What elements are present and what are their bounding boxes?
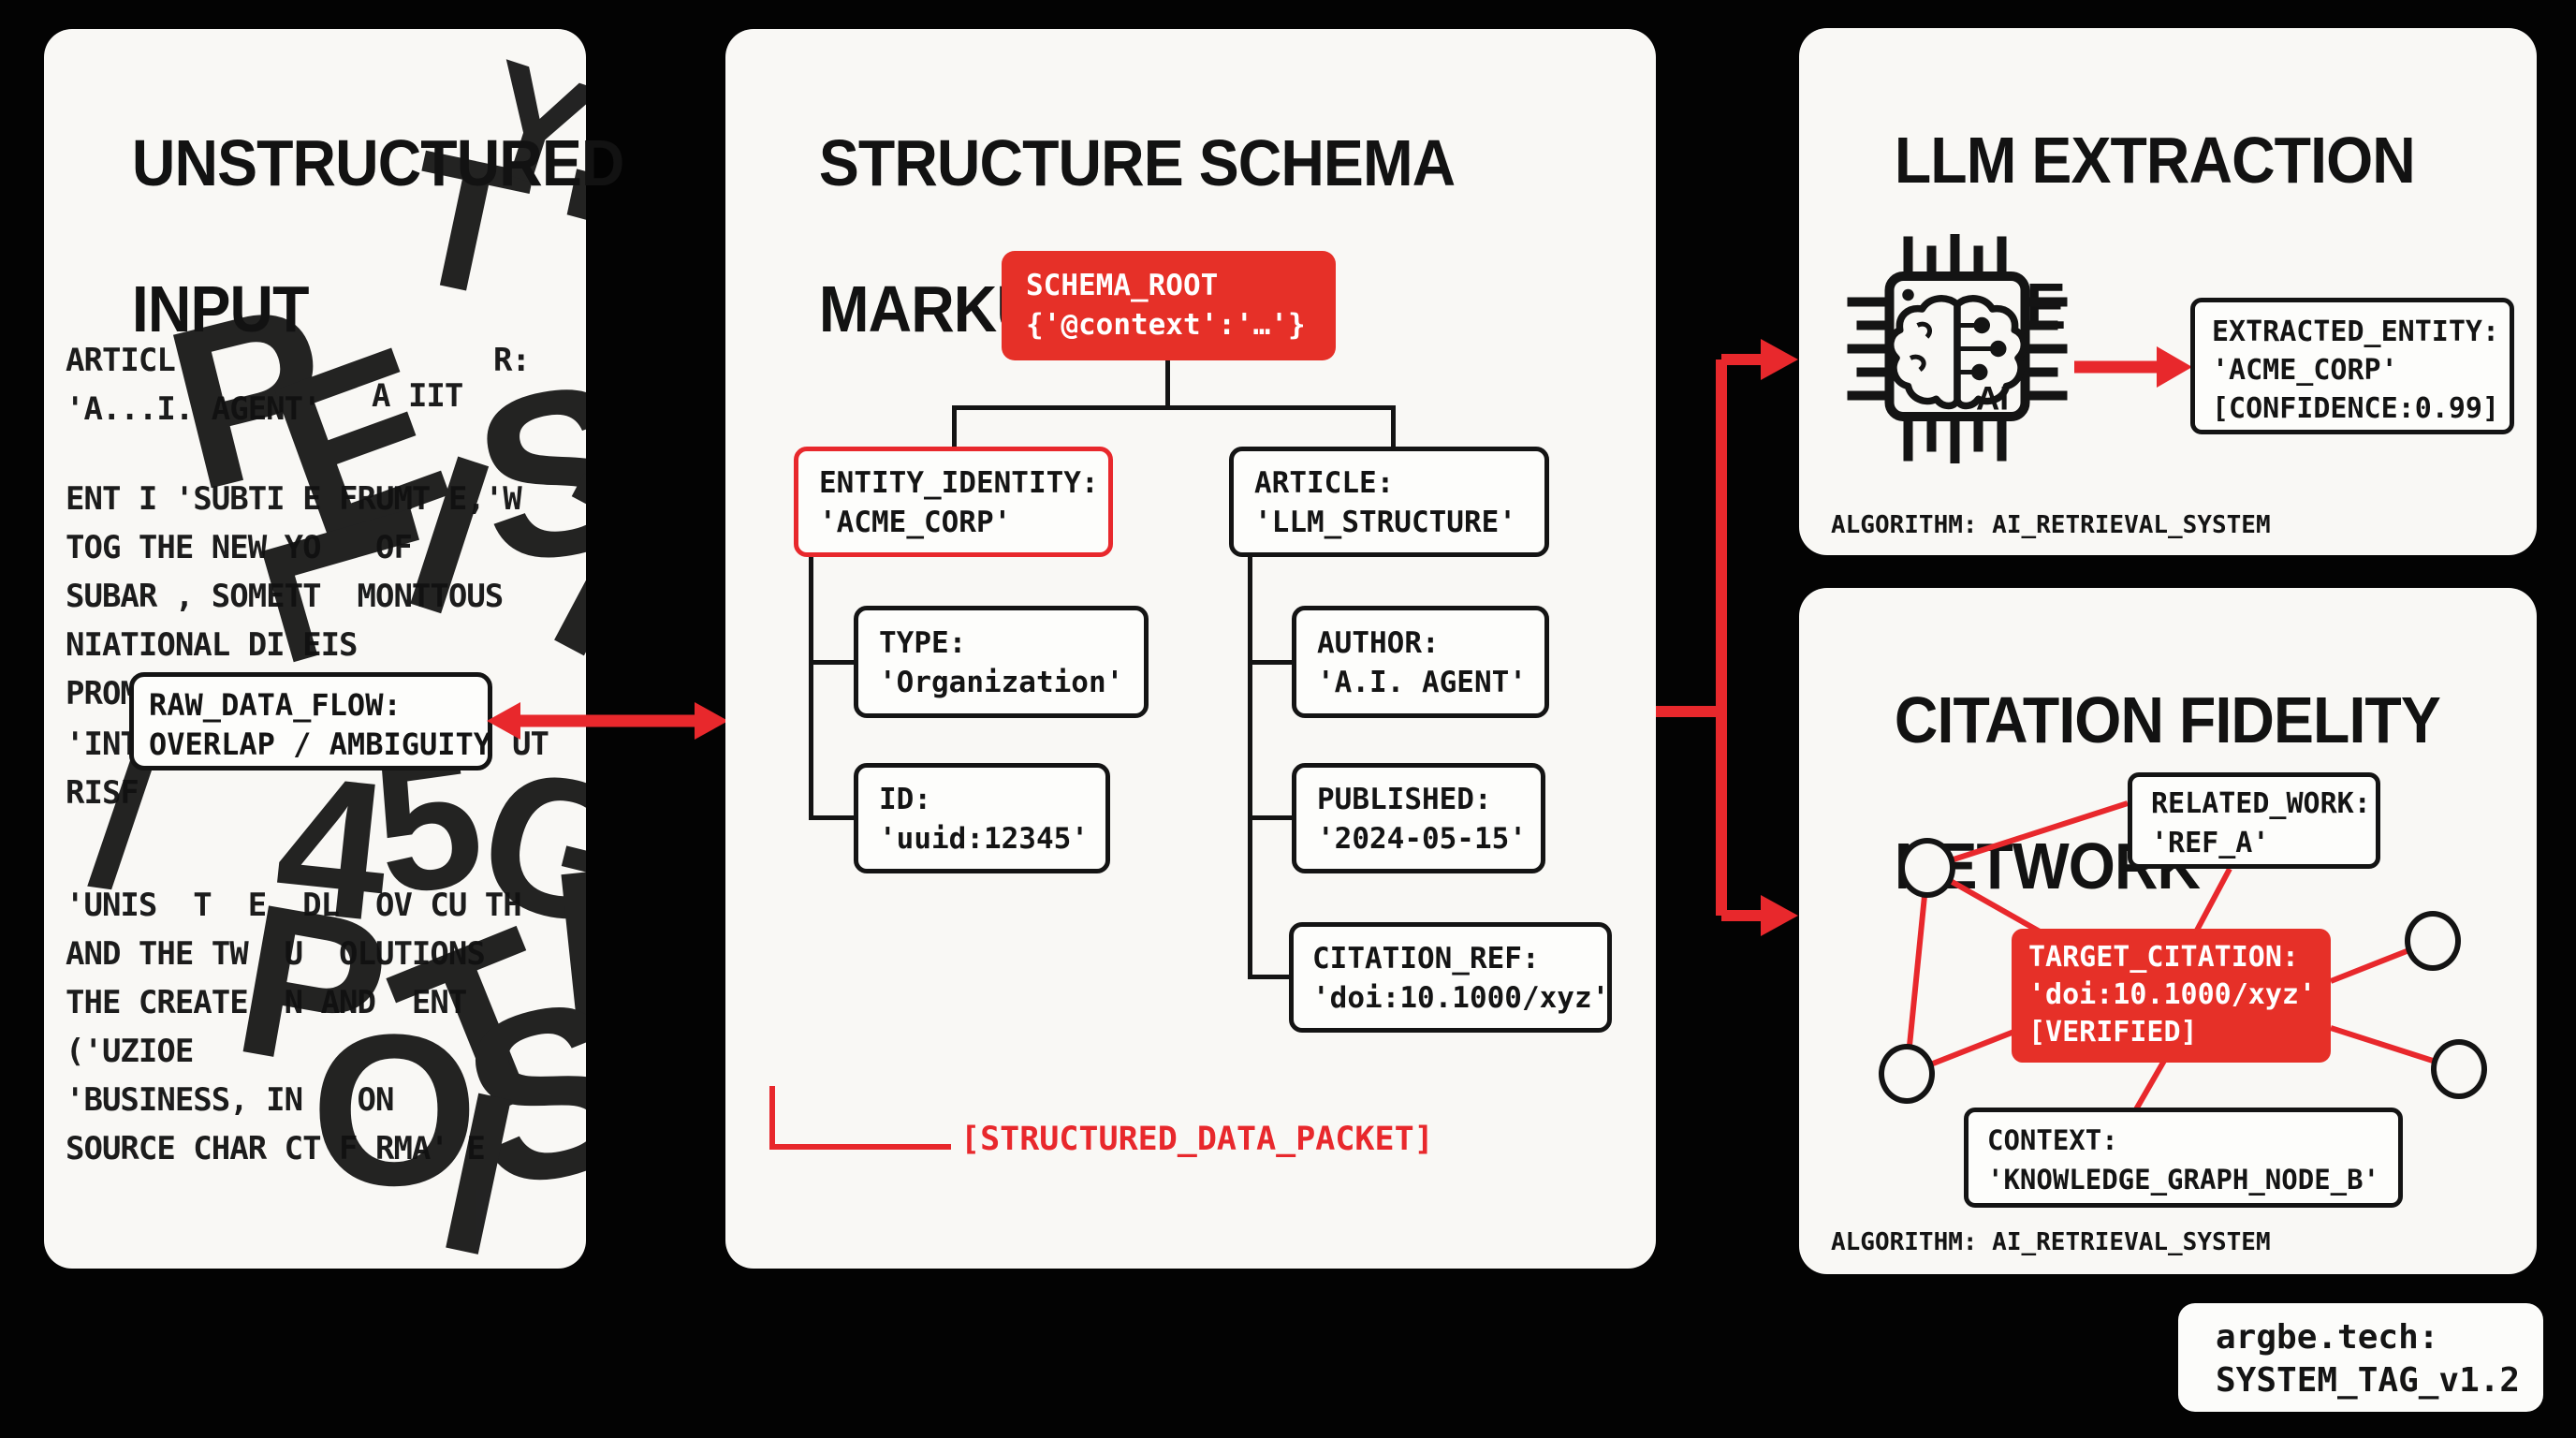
entity-identity-node: ENTITY_IDENTITY: 'ACME_CORP' xyxy=(794,447,1113,557)
noise-text-line: AND THE TW U OLUTIONS xyxy=(66,935,486,973)
panel-title-schema: STRUCTURE SCHEMA MARKUP xyxy=(755,53,1456,418)
target-citation-box: TARGET_CITATION: 'doi:10.1000/xyz' [VERI… xyxy=(2012,929,2331,1063)
schema-root-node: SCHEMA_ROOT {'@context':'…'} xyxy=(1002,251,1336,360)
target-citation-status: [VERIFIED] xyxy=(2028,1016,2198,1049)
pipeline-split-connector xyxy=(1656,339,1798,936)
raw-data-flow-value: OVERLAP / AMBIGUITY xyxy=(149,726,492,762)
target-citation-value: 'doi:10.1000/xyz' xyxy=(2028,978,2317,1011)
author-node: AUTHOR: 'A.I. AGENT' xyxy=(1292,606,1549,718)
id-node: ID: 'uuid:12345' xyxy=(854,763,1110,873)
noise-text-line: 'INT xyxy=(66,726,139,763)
citation-ref-node: CITATION_REF: 'doi:10.1000/xyz' xyxy=(1289,922,1612,1033)
graph-node-circle xyxy=(1899,838,1955,898)
citation-algorithm-caption: ALGORITHM: AI_RETRIEVAL_SYSTEM xyxy=(1831,1228,2271,1256)
author-value: 'A.I. AGENT' xyxy=(1317,666,1527,699)
noise-text-line: SOURCE CHAR CT F RMA' E xyxy=(66,1130,486,1167)
tree-connector xyxy=(1248,975,1289,979)
tree-connector xyxy=(952,405,1391,410)
noise-text-line: NIATIONAL DI EIS xyxy=(66,626,359,664)
panel-llm-extraction: LLM EXTRACTION CORE xyxy=(1799,28,2537,555)
citation-ref-label: CITATION_REF: xyxy=(1312,942,1540,976)
target-citation-label: TARGET_CITATION: xyxy=(2028,941,2299,974)
related-work-label: RELATED_WORK: xyxy=(2151,787,2371,820)
tree-connector xyxy=(952,405,957,447)
structured-data-packet-label: [STRUCTURED_DATA_PACKET] xyxy=(960,1121,1434,1158)
id-value: 'uuid:12345' xyxy=(879,822,1089,856)
ai-chip-brain-icon: AI xyxy=(1847,234,2068,463)
extraction-arrow xyxy=(2074,346,2192,388)
schema-root-value: {'@context':'…'} xyxy=(1026,308,1306,342)
noise-text-line: R: xyxy=(493,342,531,379)
entity-value: 'ACME_CORP' xyxy=(819,506,1012,539)
context-box: CONTEXT: 'KNOWLEDGE_GRAPH_NODE_B' xyxy=(1964,1108,2403,1208)
author-label: AUTHOR: xyxy=(1317,626,1440,660)
noise-text-line: 'UNIS T E DL OV CU TH xyxy=(66,887,522,924)
article-value: 'LLM_STRUCTURE' xyxy=(1254,506,1516,539)
noise-text-line: ('UZIOE xyxy=(66,1033,194,1070)
noise-text-line: 'A...I. AGENT' xyxy=(66,390,322,428)
noise-text-line: 'BUSINESS, IN ON xyxy=(66,1081,394,1119)
tree-connector xyxy=(1248,815,1293,820)
noise-text-line: ARTICL xyxy=(66,342,176,379)
panel-unstructured-input: ARTICL R: 'A...I. AGENT' A IIT ENT I 'SUBTI … xyxy=(44,29,624,1269)
llm-algorithm-caption: ALGORITHM: AI_RETRIEVAL_SYSTEM xyxy=(1831,511,2271,539)
related-work-box: RELATED_WORK: 'REF_A' xyxy=(2128,772,2380,869)
chip-ai-label: AI xyxy=(1976,381,2009,418)
noise-text-line: A IIT xyxy=(372,377,463,415)
panel-title-unstructured: UNSTRUCTURED INPUT xyxy=(68,53,625,418)
id-label: ID: xyxy=(879,783,931,816)
related-work-value: 'REF_A' xyxy=(2151,827,2270,859)
tag-version: SYSTEM_TAG_v1.2 xyxy=(2216,1361,2521,1400)
extracted-entity-confidence: [CONFIDENCE:0.99] xyxy=(2212,392,2500,425)
citation-ref-value: 'doi:10.1000/xyz' xyxy=(1312,981,1610,1015)
graph-node-circle xyxy=(1879,1044,1935,1104)
published-value: '2024-05-15' xyxy=(1317,822,1527,856)
noise-text-line: THE CREATE N AND ENT xyxy=(66,984,467,1021)
scatter-letter: O xyxy=(311,990,478,1230)
noise-text-line: TOG THE NEW YO OF xyxy=(66,529,413,566)
tree-connector xyxy=(1248,553,1252,979)
panel-citation-network: CITATION FIDELITY NETWORK RELATED_WORK: … xyxy=(1799,588,2537,1274)
panel-structure-schema: STRUCTURE SCHEMA MARKUP SCHEMA_ROOT {'@c… xyxy=(725,29,1656,1269)
type-node: TYPE: 'Organization' xyxy=(854,606,1149,718)
tree-connector xyxy=(1248,660,1293,665)
noise-text-line: SUBAR , SOMETT MONTTOUS xyxy=(66,578,504,615)
tag-brand: argbe.tech: xyxy=(2216,1318,2439,1357)
published-label: PUBLISHED: xyxy=(1317,783,1492,816)
entity-label: ENTITY_IDENTITY: xyxy=(819,466,1099,500)
title-line: STRUCTURE SCHEMA xyxy=(818,126,1456,199)
graph-node-circle xyxy=(2431,1039,2487,1099)
schema-root-label: SCHEMA_ROOT xyxy=(1026,269,1219,302)
graph-node-circle xyxy=(2405,911,2461,971)
context-value: 'KNOWLEDGE_GRAPH_NODE_B' xyxy=(1987,1164,2380,1196)
type-label: TYPE: xyxy=(879,626,967,660)
raw-data-flow-box: RAW_DATA_FLOW: OVERLAP / AMBIGUITY xyxy=(129,672,492,770)
system-tag: argbe.tech: SYSTEM_TAG_v1.2 xyxy=(2178,1303,2543,1412)
packet-bracket xyxy=(769,1086,951,1150)
extracted-entity-label: EXTRACTED_ENTITY: xyxy=(2212,315,2500,348)
title-line: UNSTRUCTURED xyxy=(131,126,625,199)
context-label: CONTEXT: xyxy=(1987,1124,2118,1156)
noise-text-line: RISF xyxy=(66,774,139,812)
tree-connector xyxy=(809,660,854,665)
published-node: PUBLISHED: '2024-05-15' xyxy=(1292,763,1545,873)
article-label: ARTICLE: xyxy=(1254,466,1395,500)
title-line: LLM EXTRACTION xyxy=(1894,124,2416,197)
raw-data-flow-label: RAW_DATA_FLOW: xyxy=(149,687,402,723)
extracted-entity-box: EXTRACTED_ENTITY: 'ACME_CORP' [CONFIDENC… xyxy=(2190,298,2514,434)
tree-connector xyxy=(1165,360,1170,405)
tree-connector xyxy=(809,815,854,820)
tree-connector xyxy=(809,553,813,820)
extracted-entity-value: 'ACME_CORP' xyxy=(2212,354,2398,387)
title-line: CITATION FIDELITY xyxy=(1894,683,2441,756)
article-node: ARTICLE: 'LLM_STRUCTURE' xyxy=(1229,447,1549,557)
noise-text-line: ENT I 'SUBTI E FRUMT E,'W xyxy=(66,480,522,518)
jumbled-text-collage: ARTICL R: 'A...I. AGENT' A IIT ENT I 'SUBTI … xyxy=(44,29,586,1269)
type-value: 'Organization' xyxy=(879,666,1124,699)
bidirectional-flow-arrow xyxy=(487,702,728,740)
tree-connector xyxy=(1391,405,1396,447)
title-line: INPUT xyxy=(131,272,310,345)
